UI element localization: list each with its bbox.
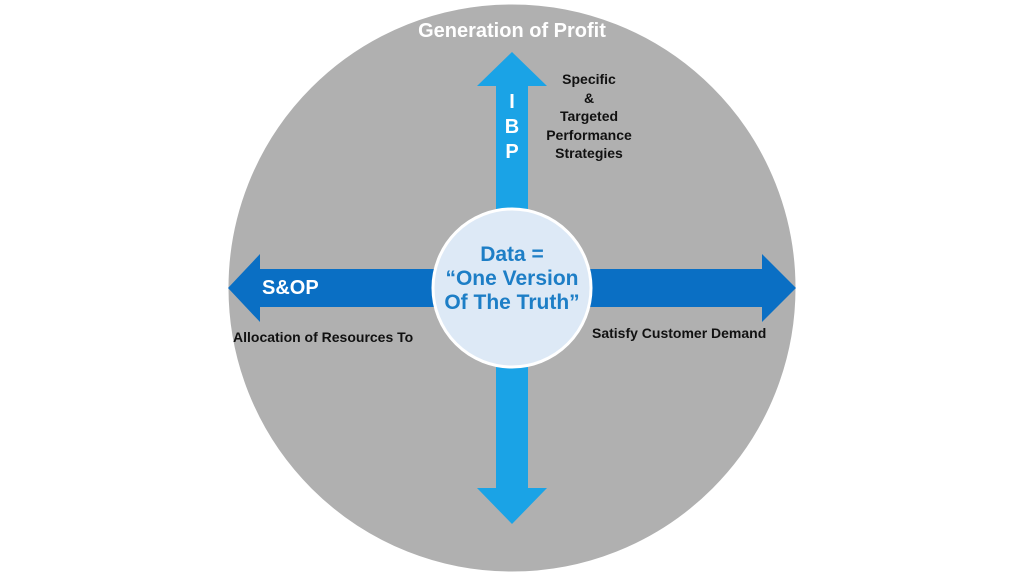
strategies-line: Performance: [546, 126, 632, 143]
strategies-line: &: [583, 89, 595, 106]
center-line: “One Version: [445, 267, 579, 290]
sop-label: S&OP: [262, 277, 319, 299]
center-line: Data =: [480, 243, 544, 266]
strategies-label: Specific & Targeted Performance Strategi…: [530, 70, 648, 163]
center-line: Of The Truth”: [444, 291, 580, 314]
diagram-title: Generation of Profit: [418, 20, 606, 42]
center-circle: [431, 207, 593, 369]
strategies-line: Specific: [562, 71, 616, 87]
center-label: Data = “One Version Of The Truth”: [432, 243, 592, 315]
ibp-letter: P: [505, 141, 519, 163]
ibp-letter: I: [509, 91, 515, 113]
allocation-label: Allocation of Resources To: [233, 329, 414, 345]
ibp-label: I B P: [498, 90, 526, 165]
strategies-line: Strategies: [555, 145, 623, 161]
satisfy-label: Satisfy Customer Demand: [592, 325, 767, 341]
ibp-letter: B: [504, 116, 520, 138]
strategies-line: Targeted: [559, 108, 619, 124]
